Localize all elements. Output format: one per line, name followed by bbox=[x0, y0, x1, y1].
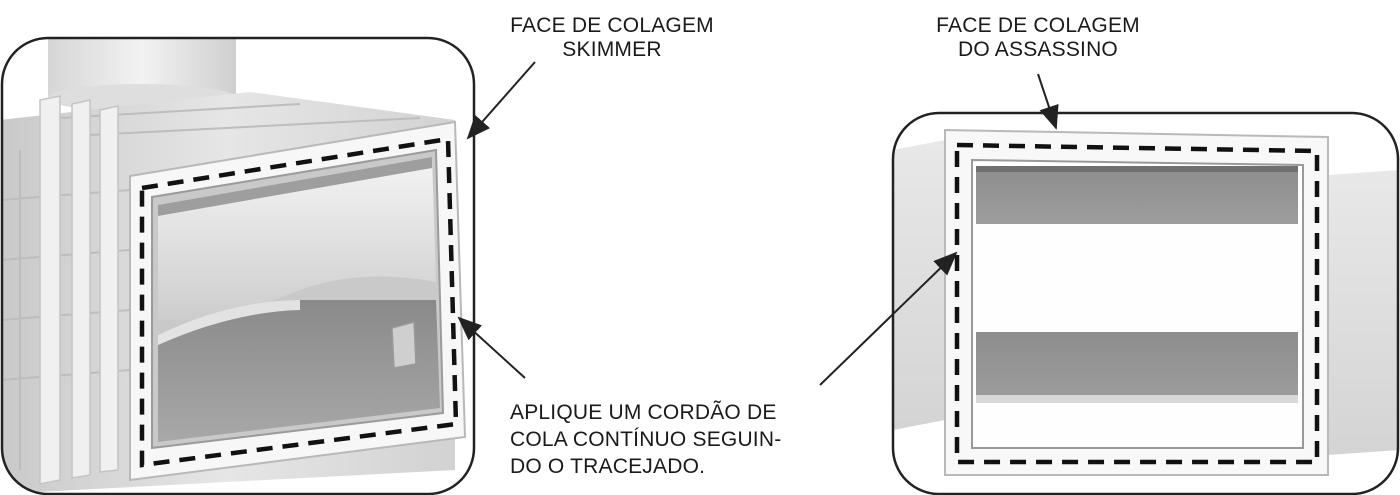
arrow-skimmer-face bbox=[466, 61, 536, 140]
leader-arrows bbox=[457, 61, 1059, 386]
label-instruction-line1: APLIQUE UM CORDÃO DE bbox=[510, 401, 777, 424]
skimmer-panel bbox=[0, 36, 476, 495]
assassino-panel bbox=[891, 111, 1400, 495]
assassino-glue-bead bbox=[954, 142, 1320, 465]
label-assassino-face: FACE DE COLAGEM DO ASSASSINO bbox=[908, 14, 1168, 62]
label-assassino-face-line2: DO ASSASSINO bbox=[958, 38, 1118, 61]
assassino-frame bbox=[891, 111, 1400, 495]
label-skimmer-face: FACE DE COLAGEM SKIMMER bbox=[482, 14, 742, 62]
skimmer-illustration bbox=[2, 38, 467, 494]
arrow-instruction-skimmer bbox=[457, 316, 526, 379]
label-skimmer-face-line2: SKIMMER bbox=[562, 38, 662, 61]
label-assassino-face-line1: FACE DE COLAGEM bbox=[936, 14, 1140, 37]
label-instruction-line3: DO O TRACEJADO. bbox=[510, 455, 706, 478]
skimmer-frame bbox=[0, 36, 476, 495]
arrow-assassino-face bbox=[1037, 73, 1059, 130]
assassino-illustration bbox=[893, 128, 1398, 476]
label-skimmer-face-line1: FACE DE COLAGEM bbox=[510, 14, 714, 37]
label-instruction-line2: COLA CONTÍNUO SEGUIN- bbox=[510, 428, 782, 451]
arrow-instruction-assassino bbox=[819, 251, 958, 386]
label-instruction: APLIQUE UM CORDÃO DE COLA CONTÍNUO SEGUI… bbox=[510, 399, 870, 480]
